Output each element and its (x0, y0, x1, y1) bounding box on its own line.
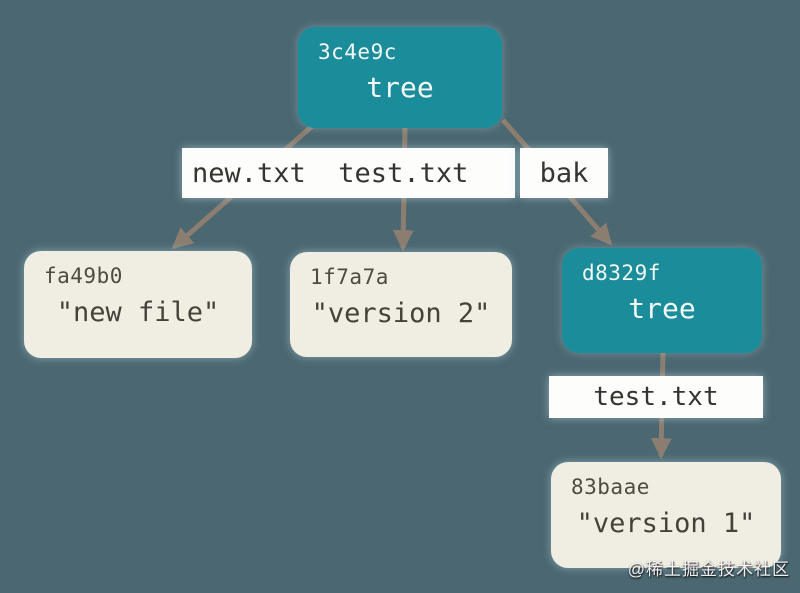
blob-new-file-hash: fa49b0 (44, 264, 123, 288)
blob-version2-hash: 1f7a7a (310, 265, 389, 289)
edge-label-testtxt: test.txt (549, 376, 763, 418)
blob-new-file-content: "new file" (56, 297, 220, 328)
edge-label-root-entries: new.txt test.txt (182, 148, 515, 198)
sub-tree-type: tree (628, 292, 696, 325)
sub-tree-hash: d8329f (582, 261, 661, 285)
node-sub-tree: d8329f tree (562, 248, 762, 353)
node-blob-version1: 83baae "version 1" (551, 462, 781, 568)
watermark: @稀土掘金技术社区 (627, 560, 790, 579)
node-blob-version2: 1f7a7a "version 2" (290, 252, 512, 357)
node-root-tree: 3c4e9c tree (298, 27, 502, 128)
root-tree-type: tree (366, 71, 434, 104)
edge-label-testtxt-text: test.txt (593, 382, 719, 412)
edge-label-root-entries-text: new.txt test.txt (192, 157, 469, 189)
blob-version2-content: "version 2" (311, 298, 491, 329)
edge-label-bak-text: bak (539, 157, 589, 189)
edge-label-bak: bak (520, 148, 608, 198)
node-blob-new-file: fa49b0 "new file" (24, 251, 252, 358)
blob-version1-content: "version 1" (576, 508, 756, 539)
root-tree-hash: 3c4e9c (318, 40, 397, 64)
blob-version1-hash: 83baae (571, 475, 650, 499)
